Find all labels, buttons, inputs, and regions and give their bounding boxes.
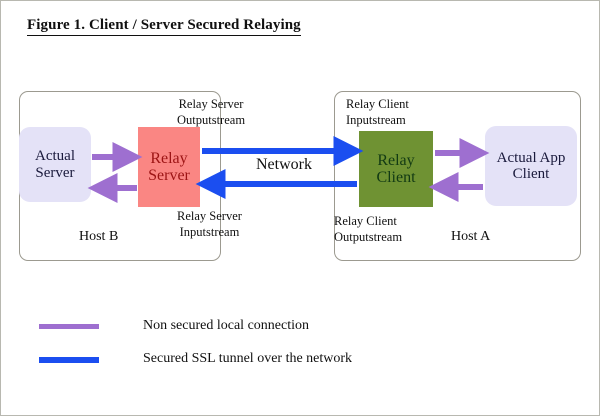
host-a-container (334, 91, 581, 261)
legend-item-secured-ssl: Secured SSL tunnel over the network (39, 350, 352, 368)
node-actual-server-line2: Server (35, 164, 75, 181)
node-actual-app-client-line1: Actual App (496, 149, 566, 166)
node-actual-server: Actual Server (19, 127, 91, 202)
legend-swatch-blue-line-icon (39, 357, 99, 363)
node-relay-server-line1: Relay (150, 149, 188, 167)
label-relay-server-inputstream-line2: Inputstream (179, 224, 240, 239)
legend-item-non-secured: Non secured local connection (39, 317, 309, 335)
label-relay-server-outputstream: Relay Server Outputstream (177, 97, 245, 128)
node-relay-client: Relay Client (359, 131, 433, 207)
node-actual-server-line1: Actual (35, 148, 75, 165)
legend-label-non-secured: Non secured local connection (143, 318, 309, 333)
node-relay-server-line2: Server (148, 167, 190, 184)
label-relay-server-inputstream-line1: Relay Server (177, 209, 242, 223)
label-relay-server-outputstream-line2: Outputstream (177, 112, 246, 127)
node-actual-app-client: Actual App Client (485, 126, 577, 206)
label-relay-client-outputstream-line2: Outputstream (334, 229, 403, 244)
label-relay-server-inputstream: Relay Server Inputstream (177, 209, 242, 240)
label-relay-client-outputstream-line1: Relay Client (334, 214, 397, 228)
label-relay-client-inputstream-line1: Relay Client (346, 97, 409, 111)
node-relay-client-line1: Relay (377, 151, 415, 169)
label-relay-client-inputstream: Relay Client Inputstream (346, 97, 409, 128)
host-a-label: Host A (451, 229, 491, 244)
legend-label-secured-ssl: Secured SSL tunnel over the network (143, 351, 353, 366)
label-relay-client-outputstream: Relay Client Outputstream (334, 214, 402, 245)
node-relay-server: Relay Server (138, 127, 200, 207)
network-label: Network (256, 156, 312, 173)
host-b-label: Host B (79, 229, 119, 244)
page-title: Figure 1. Client / Server Secured Relayi… (27, 17, 301, 36)
label-relay-server-outputstream-line1: Relay Server (178, 97, 244, 111)
legend-swatch-purple-line-icon (39, 324, 99, 329)
node-relay-client-line2: Client (376, 169, 416, 186)
label-relay-client-inputstream-line2: Inputstream (346, 112, 406, 127)
node-actual-app-client-line2: Client (512, 166, 550, 182)
